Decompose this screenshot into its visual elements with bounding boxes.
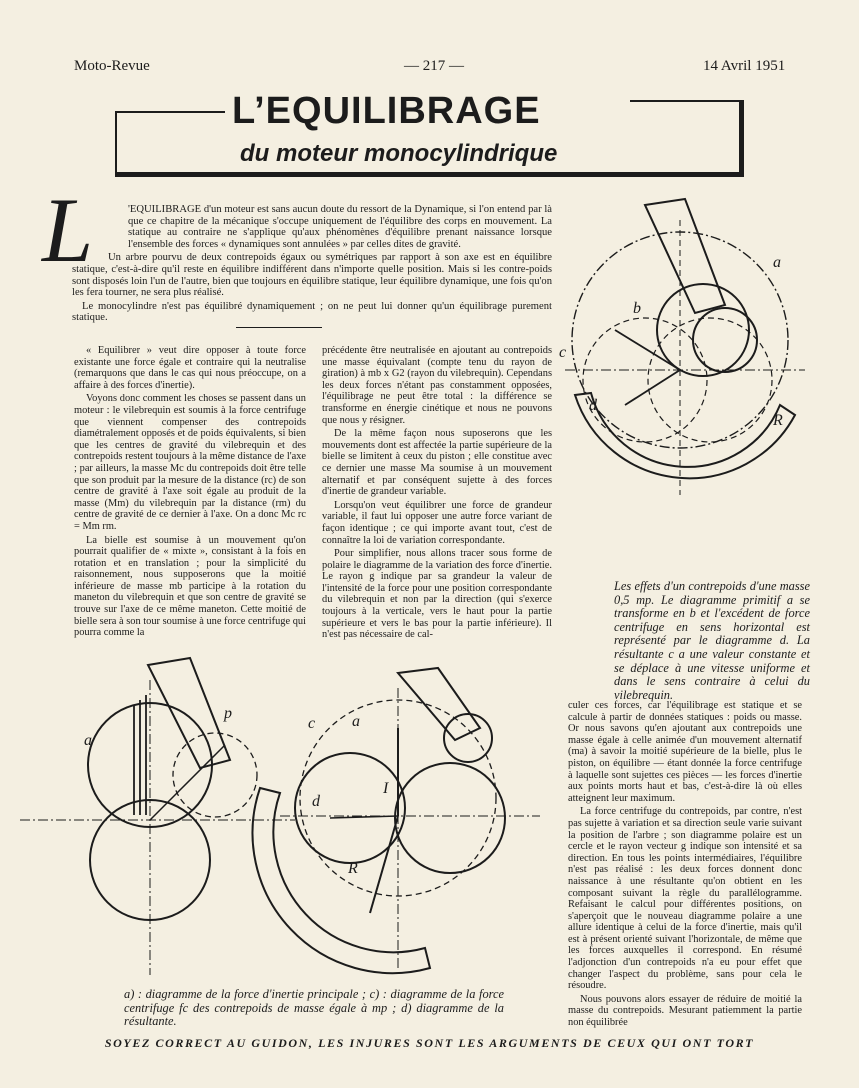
column-3: culer ces forces, car l'équilibrage est …	[568, 700, 802, 1031]
column-paragraph: Nous pouvons alors essayer de réduire de…	[568, 993, 802, 1029]
figure-caption-right: Les effets d'un contrepoids d'une masse …	[614, 579, 810, 702]
intro-divider	[236, 327, 322, 328]
label-a: a	[773, 254, 781, 271]
crank-circle	[172, 732, 258, 818]
title-rule-right	[739, 100, 744, 177]
issue-date: 14 Avril 1951	[703, 58, 786, 74]
page-footer: SOYEZ CORRECT AU GUIDON, LES INJURES SON…	[104, 1036, 755, 1050]
connecting-rod-shape	[643, 197, 727, 315]
force-vector	[369, 815, 399, 914]
figure-caption-bottom: a) : diagramme de la force d'inertie pri…	[124, 987, 504, 1029]
title-rule-bottom	[115, 172, 743, 177]
crankpin-circle	[656, 283, 750, 377]
counterweight-shape	[573, 391, 797, 480]
label-a: a	[352, 713, 360, 730]
column-paragraph: La bielle est soumise à un mouvement qu'…	[74, 534, 306, 639]
title-rule-top-right	[630, 100, 744, 102]
resultant-diagram: c a d I R	[251, 666, 540, 975]
label-c: c	[559, 344, 566, 361]
counterweight-shape	[251, 786, 432, 975]
label-d: d	[589, 397, 598, 414]
column-1: « Equilibrer » veut dire opposer à toute…	[74, 345, 306, 641]
column-paragraph: Voyons donc comment les choses se passen…	[74, 393, 306, 532]
article-title: L’EQUILIBRAGE	[232, 90, 541, 132]
title-rule-left	[115, 111, 225, 113]
column-paragraph: De la même façon nous suposerons que les…	[322, 428, 552, 498]
column-paragraph: précédente être neutralisée en ajoutant …	[322, 345, 552, 426]
intro-paragraph: Un arbre pourvu de deux contrepoids égau…	[72, 252, 552, 299]
column-paragraph: « Equilibrer » veut dire opposer à toute…	[74, 345, 306, 391]
crankpin-circle	[443, 713, 493, 763]
column-2: précédente être neutralisée en ajoutant …	[322, 345, 552, 643]
column-paragraph: La force centrifuge du contrepoids, par …	[568, 806, 802, 992]
intro-paragraph: Le monocylindre n'est pas équilibré dyna…	[72, 300, 552, 324]
counterweight-effect-diagram: a b c d R	[559, 197, 805, 495]
crank-radius	[149, 744, 226, 821]
column-paragraph: culer ces forces, car l'équilibrage est …	[568, 700, 802, 804]
label-b: b	[633, 300, 641, 317]
intro-text: 'EQUILIBRAGE d'un moteur est sans aucun …	[72, 204, 552, 326]
polar-circle	[647, 317, 773, 443]
journal-name: Moto-Revue	[74, 58, 150, 74]
column-paragraph: Lorsqu'on veut équilibrer une force de g…	[322, 499, 552, 546]
label-c: c	[308, 715, 315, 732]
column-paragraph: Pour simplifier, nous allons tracer sous…	[322, 548, 552, 641]
polar-circle	[394, 762, 506, 874]
page-number: — 217 —	[404, 58, 464, 74]
label-a: a	[84, 732, 92, 749]
connecting-rod-shape	[396, 666, 482, 742]
label-p: p	[223, 705, 232, 722]
intro-paragraph: 'EQUILIBRAGE d'un moteur est sans aucun …	[128, 204, 552, 250]
drop-cap: L	[42, 179, 94, 281]
label-r: R	[772, 412, 783, 429]
polar-circle	[294, 752, 406, 864]
label-i: I	[382, 780, 389, 797]
label-r: R	[347, 860, 358, 877]
article-subtitle: du moteur monocylindrique	[240, 140, 558, 167]
label-d: d	[312, 793, 321, 810]
force-vector	[624, 369, 681, 406]
title-rule-left-vertical	[115, 111, 117, 173]
force-vector	[329, 815, 399, 819]
polar-circle	[582, 317, 708, 443]
inertia-force-diagram: a p	[20, 656, 295, 975]
force-vector	[614, 329, 681, 371]
connecting-rod-shape	[146, 656, 232, 770]
